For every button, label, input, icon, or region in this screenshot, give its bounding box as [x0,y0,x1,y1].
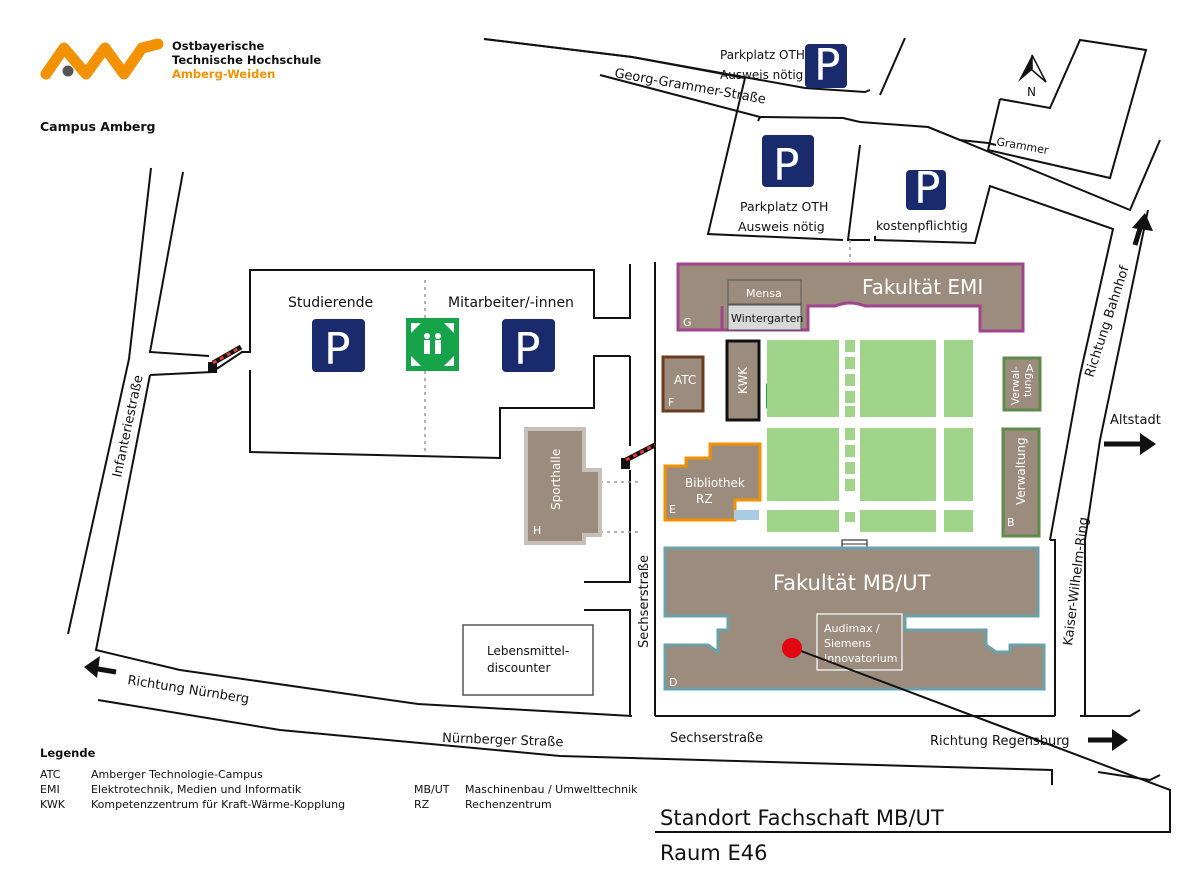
building-rz-label: RZ [696,492,713,506]
location-line2: Raum E46 [660,841,767,865]
building-mbut[interactable] [663,546,1046,691]
parking-icon: P [312,319,365,375]
location-callout-line [655,647,1171,833]
logo-line1: Ostbayerische [172,39,265,53]
street-nuernberger: Nürnberger Straße [442,731,564,750]
direction-altstadt: Altstadt [1110,413,1161,428]
street-infanterie: Infanteriestraße [110,374,146,479]
legend-text: Kompetenzzentrum für Kraft-Wärme-Kopplun… [91,798,345,811]
svg-text:P: P [324,324,351,375]
building-kwk-label: KWK [736,366,750,394]
location-line1: Standort Fachschaft MB/UT [660,806,944,830]
discounter-line2: discounter [487,661,550,675]
building-mensa-label: Mensa [746,287,782,300]
legend-text: Maschinenbau / Umwelttechnik [465,783,638,796]
legend-text: Elektrotechnik, Medien und Informatik [91,783,302,796]
water-feature [734,510,759,520]
parking-icon: P [762,135,814,191]
parking-paid-label: kostenpflichtig [876,218,968,233]
arrow-icon [1088,729,1128,751]
location-marker-icon[interactable] [782,638,802,658]
building-bibliothek-label: Bibliothek [685,476,745,490]
building-sporthalle[interactable] [524,427,602,545]
road-network [67,37,1161,785]
campus-title: Campus Amberg [40,119,156,134]
svg-text:P: P [814,40,841,91]
building-f-letter: F [668,396,674,409]
building-verwaltung-a-line1: Verwal- [1010,366,1022,405]
building-mbut-label: Fakultät MB/UT [773,571,931,595]
svg-text:P: P [773,140,800,191]
parking-staff-label: Mitarbeiter/-innen [448,295,574,311]
building-verwaltung-a[interactable] [1002,356,1042,412]
legend-abbr: MB/UT [414,783,450,796]
parking-middle-line2: Ausweis nötig [738,219,825,234]
street-sechser-vertical: Sechserstraße [637,555,652,648]
svg-text:P: P [514,324,541,375]
legend-title: Legende [40,746,96,760]
arrow-icon [84,656,117,678]
logo-dot-icon [62,65,74,77]
building-b-letter: B [1007,516,1015,529]
building-bibliothek[interactable] [663,442,762,522]
building-d-letter: D [669,676,677,689]
building-g-letter: G [683,316,692,329]
logo-line3: Amberg-Weiden [172,67,275,81]
legend-abbr: EMI [40,783,60,796]
street-sechser-bottom: Sechserstraße [670,731,763,746]
legend-text: Amberger Technologie-Campus [91,768,263,781]
parking-icon: P [906,163,946,214]
building-e-letter: E [669,503,676,516]
arrow-icon [1104,433,1156,455]
green-areas [767,340,973,532]
legend-abbr: RZ [414,798,430,811]
building-emi-label: Fakultät EMI [862,275,983,299]
parking-students-label: Studierende [288,295,373,311]
building-wintergarten-label: Wintergarten [731,312,803,325]
assembly-point-icon [406,318,459,371]
building-kwk[interactable] [725,339,761,422]
parking-icon: P [805,40,847,91]
svg-text:P: P [914,163,941,214]
room-audimax[interactable] [816,613,903,671]
discounter-line1: Lebensmittel- [487,644,569,658]
direction-regensburg: Richtung Regensburg [930,734,1070,749]
barrier-icon [621,442,657,469]
north-label: N [1027,85,1036,99]
legend-text: Rechenzentrum [465,798,552,811]
building-sporthalle-label: Sporthalle [549,449,563,510]
room-audimax-line1: Audimax / [824,622,880,635]
legend-abbr: ATC [40,768,61,781]
building-a-letter: A [1026,362,1034,375]
oth-logo: Ostbayerische Technische Hochschule Ambe… [40,38,321,81]
room-audimax-line3: Innovatorium [824,652,897,665]
north-arrow-icon [1018,54,1047,83]
logo-wave-icon [40,38,164,80]
building-verwaltung-b-label: Verwaltung [1014,437,1028,505]
legend: Legende ATC Amberger Technologie-Campus … [40,746,638,811]
parking-top-line2: Ausweis nötig [720,68,803,82]
legend-abbr: KWK [40,798,66,811]
parking-top-line1: Parkplatz OTH [720,48,805,62]
building-atc-label: ATC [674,373,696,387]
building-verwaltung-a-line2: tung [1022,373,1034,397]
room-audimax-line2: Siemens [824,637,871,650]
building-verwaltung-b[interactable] [1001,427,1041,538]
building-atc[interactable] [661,355,705,413]
logo-line2: Technische Hochschule [172,53,321,67]
building-discounter [462,624,594,696]
arrow-icon [1132,213,1153,246]
building-h-letter: H [533,524,541,537]
parking-middle-line1: Parkplatz OTH [740,199,828,214]
barrier-icon [208,344,243,373]
street-kaiser-wilhelm: Kaiser-Wilhelm-Ring [1061,516,1092,646]
building-mensa[interactable] [727,279,802,305]
building-wintergarten[interactable] [727,304,802,331]
parking-icon: P [502,319,555,375]
